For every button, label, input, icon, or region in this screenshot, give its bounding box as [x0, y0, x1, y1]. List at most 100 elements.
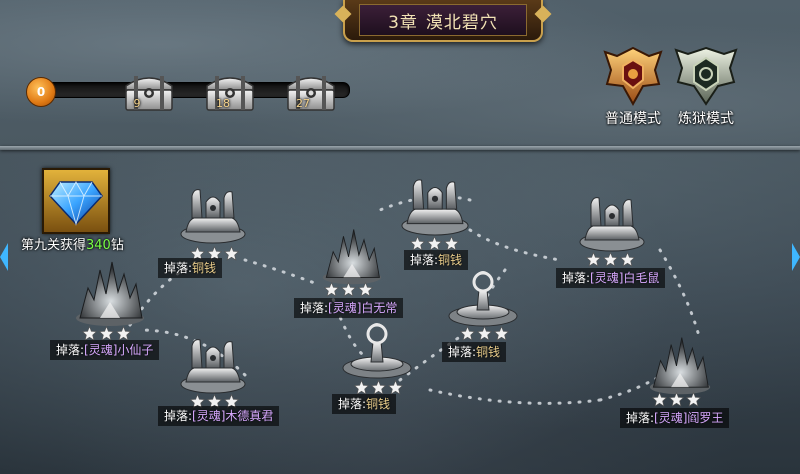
- star-icon: [82, 326, 97, 341]
- star-icon: [341, 282, 356, 297]
- bronze-crest-icon: [603, 46, 663, 107]
- stage-stars: [82, 326, 131, 341]
- star-icon: [620, 252, 635, 267]
- stage-art-icon: [448, 271, 518, 327]
- reward-text: 第九关获得340钻: [21, 238, 124, 253]
- purgatory-mode-button[interactable]: [670, 44, 742, 128]
- reward-chest-1[interactable]: [122, 68, 176, 114]
- stage-art-icon: [401, 179, 469, 236]
- stage-drop-label: 掉落:铜钱: [442, 342, 507, 362]
- stage-art-icon: [649, 337, 711, 395]
- panel-divider: [0, 146, 800, 150]
- star-icon: [410, 236, 425, 251]
- stage-drop-label: 掉落:[灵魂]白毛鼠: [556, 268, 666, 288]
- stage-art-icon: [180, 339, 246, 394]
- stage-node-4[interactable]: [314, 226, 390, 286]
- chapter-name: 漠北碧穴: [425, 12, 498, 33]
- star-icon: [190, 246, 205, 261]
- star-icon: [603, 252, 618, 267]
- normal-mode-label: 普通模式: [605, 111, 661, 127]
- stage-node-8[interactable]: [572, 190, 652, 252]
- drop-item: 铜钱: [476, 345, 501, 359]
- drop-prefix: 掉落:: [164, 261, 193, 275]
- star-icon: [99, 326, 114, 341]
- drop-item: [灵魂]木德真君: [192, 409, 274, 423]
- stage-node-1[interactable]: [70, 258, 150, 328]
- stage-art-icon: [76, 261, 144, 326]
- star-icon: [324, 282, 339, 297]
- drop-item: 铜钱: [438, 253, 463, 267]
- stage-stars: [586, 252, 635, 267]
- reward-chest-2[interactable]: [203, 68, 257, 114]
- drop-prefix: 掉落:: [56, 343, 85, 357]
- stage-art-icon: [180, 189, 246, 244]
- drop-prefix: 掉落:: [300, 301, 329, 315]
- treasure-chest-icon: [125, 76, 173, 111]
- star-icon: [669, 392, 684, 407]
- right-arrow-icon[interactable]: [792, 243, 800, 271]
- stage-stars: [354, 380, 403, 395]
- progress-count-badge: 0: [26, 77, 56, 107]
- stage-node-5[interactable]: [398, 172, 472, 236]
- star-icon: [388, 380, 403, 395]
- star-icon: [586, 252, 601, 267]
- star-icon: [207, 394, 222, 409]
- drop-item: [灵魂]白毛鼠: [590, 271, 660, 285]
- star-icon: [190, 394, 205, 409]
- star-icon: [224, 246, 239, 261]
- chapter-title-banner: 3章 漠北碧穴: [343, 0, 543, 42]
- stage-art-icon: [579, 197, 645, 252]
- drop-prefix: 掉落:: [410, 253, 439, 267]
- chapter-reward[interactable]: [42, 168, 110, 234]
- reward-chest-3[interactable]: [284, 68, 338, 114]
- chest-threshold-1: 9: [133, 97, 141, 110]
- star-icon: [427, 236, 442, 251]
- star-icon: [116, 326, 131, 341]
- stage-stars: [190, 394, 239, 409]
- star-icon: [444, 236, 459, 251]
- star-icon: [224, 394, 239, 409]
- stage-node-7[interactable]: [446, 268, 520, 328]
- stage-node-3[interactable]: [178, 330, 248, 396]
- drop-item: [灵魂]阎罗王: [654, 411, 724, 425]
- star-icon: [477, 326, 492, 341]
- stage-drop-label: 掉落:铜钱: [332, 394, 397, 414]
- stage-stars: [410, 236, 459, 251]
- left-arrow-icon[interactable]: [0, 243, 8, 271]
- star-icon: [371, 380, 386, 395]
- star-icon: [652, 392, 667, 407]
- drop-prefix: 掉落:: [626, 411, 655, 425]
- star-icon: [494, 326, 509, 341]
- stage-stars: [190, 246, 239, 261]
- stage-node-9[interactable]: [640, 334, 720, 396]
- diamond-icon: [49, 180, 103, 226]
- stage-node-6[interactable]: [340, 320, 414, 380]
- treasure-chest-icon: [206, 76, 254, 111]
- stage-art-icon: [342, 323, 412, 379]
- star-icon: [460, 326, 475, 341]
- stage-stars: [652, 392, 701, 407]
- reward-amount: 340: [86, 238, 111, 253]
- drop-prefix: 掉落:: [338, 397, 367, 411]
- drop-item: [灵魂]白无常: [328, 301, 398, 315]
- chapter-number: 3章: [388, 12, 418, 33]
- stage-drop-label: 掉落:[灵魂]白无常: [294, 298, 404, 318]
- chest-threshold-2: 18: [216, 97, 230, 110]
- stage-drop-label: 掉落:[灵魂]木德真君: [158, 406, 280, 426]
- stage-drop-label: 掉落:铜钱: [158, 258, 223, 278]
- stage-stars: [324, 282, 373, 297]
- drop-prefix: 掉落:: [448, 345, 477, 359]
- silver-crest-icon: [674, 46, 738, 106]
- normal-mode-button[interactable]: [597, 44, 669, 128]
- stage-art-icon: [322, 229, 382, 285]
- star-icon: [354, 380, 369, 395]
- stage-drop-label: 掉落:[灵魂]阎罗王: [620, 408, 730, 428]
- chest-threshold-3: 27: [296, 97, 310, 110]
- drop-prefix: 掉落:: [562, 271, 591, 285]
- drop-item: 铜钱: [366, 397, 391, 411]
- drop-prefix: 掉落:: [164, 409, 193, 423]
- drop-item: 铜钱: [192, 261, 217, 275]
- stage-stars: [460, 326, 509, 341]
- stage-node-2[interactable]: [178, 182, 248, 244]
- treasure-chest-icon: [287, 76, 335, 111]
